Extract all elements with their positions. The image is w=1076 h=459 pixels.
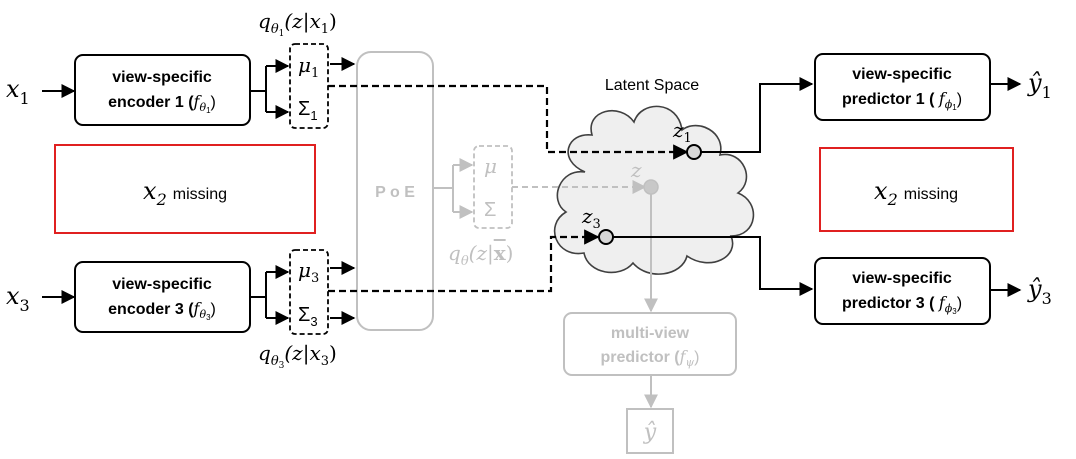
posterior-q1-label: qθ1(z|x1) — [258, 9, 337, 39]
encoder-1-box: view-specific encoder 1 (fθ1) — [74, 54, 251, 126]
params-box-view3: μ3 Σ3 — [289, 249, 329, 335]
arrow-z3-to-predictor3 — [613, 236, 814, 296]
mu-joint-symbol: μ — [484, 154, 497, 178]
encoder-3-label-line2: encoder 3 (fθ3) — [108, 299, 216, 322]
encoder-3-label-line1: view-specific — [112, 276, 212, 293]
sigma1-symbol: Σ1 — [298, 98, 318, 123]
predictor-3-label-line2: predictor 3 ( fϕ3) — [842, 293, 962, 316]
latent-z1-label: z1 — [672, 118, 692, 146]
latent-z3-point — [598, 229, 614, 245]
predictor-1-label-line2: predictor 1 ( fϕ1) — [842, 89, 962, 112]
mu1-symbol: μ1 — [298, 53, 319, 81]
latent-z-label: z — [630, 158, 642, 182]
poe-label: P o E — [375, 184, 415, 201]
sigma3-symbol: Σ3 — [298, 304, 318, 329]
output-yhat1: ŷ1 — [1027, 69, 1052, 102]
latent-space-title: Latent Space — [605, 77, 699, 94]
input-x3: x3 — [6, 282, 30, 315]
output-yhat3: ŷ3 — [1027, 275, 1052, 308]
predictor-1-label-line1: view-specific — [852, 66, 952, 83]
yhat-joint-label: ŷ — [643, 420, 657, 445]
poe-box: P o E — [356, 51, 434, 331]
params-box-view1: μ1 Σ1 — [289, 43, 329, 129]
arrow-z1-to-predictor1 — [701, 77, 814, 153]
params-box-joint: μ Σ — [473, 145, 513, 229]
predictor-1-box: view-specific predictor 1 ( fϕ1) — [814, 53, 991, 121]
yhat-joint-box: ŷ — [626, 408, 674, 454]
sigma-joint-symbol: Σ — [484, 199, 496, 221]
predictor-3-box: view-specific predictor 3 ( fϕ3) — [814, 257, 991, 325]
mu3-symbol: μ3 — [298, 258, 319, 286]
encoder-3-fork — [250, 265, 290, 325]
predictor-3-label-line1: view-specific — [852, 270, 952, 287]
dashed-link-view1-to-z1 — [328, 84, 689, 160]
latent-z1-point — [686, 144, 702, 160]
encoder-1-fork — [250, 59, 290, 119]
encoder-1-label-line1: view-specific — [112, 69, 212, 86]
input-x1: x1 — [6, 75, 30, 108]
multiview-predictor-box: multi-view predictor (fψ) — [563, 312, 737, 376]
latent-z3-label: z3 — [581, 204, 601, 232]
multiview-predictor-line2: predictor (fψ) — [600, 347, 699, 369]
posterior-q3-label: qθ3(z|x3) — [258, 341, 337, 371]
latent-z-point — [643, 179, 659, 195]
params-to-poe-arrows — [330, 57, 356, 325]
posterior-joint-label: qθ(z|x) — [448, 241, 513, 269]
encoder-3-box: view-specific encoder 3 (fθ3) — [74, 261, 251, 333]
multiview-predictor-line1: multi-view — [611, 325, 690, 342]
poe-fork — [433, 158, 474, 219]
encoder-1-label-line2: encoder 1 (fθ1) — [108, 92, 216, 115]
dashed-link-view3-to-z3 — [328, 229, 600, 293]
